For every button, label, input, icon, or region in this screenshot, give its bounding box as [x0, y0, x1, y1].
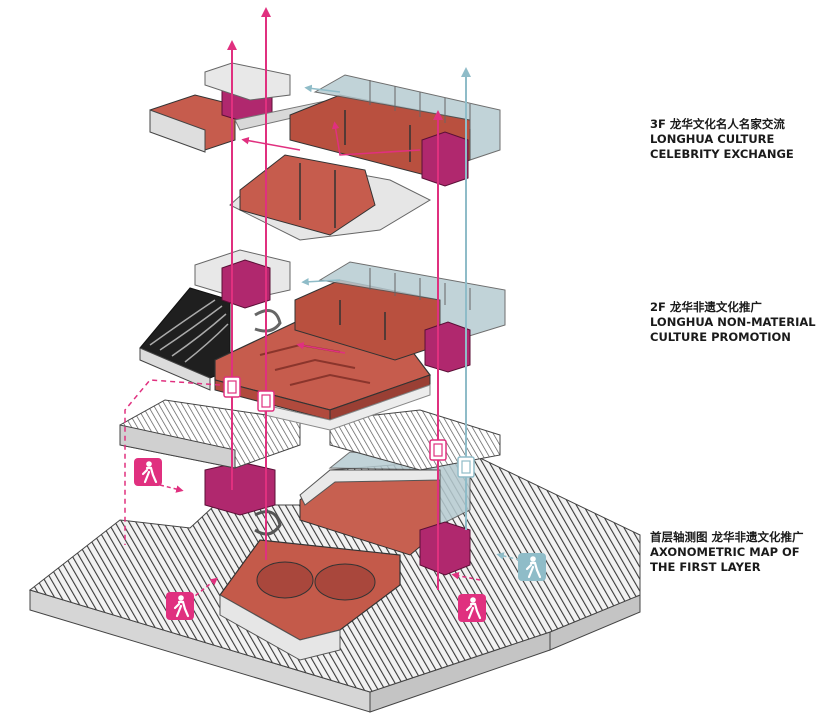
ground-round-room-2 — [314, 563, 376, 601]
route-2f — [296, 341, 346, 354]
floor-1-subtitle-2: THE FIRST LAYER — [650, 560, 761, 574]
elevator-icon — [223, 376, 241, 398]
pedestrian-icon — [134, 458, 162, 486]
circulation — [124, 7, 521, 601]
second-floor — [139, 249, 506, 431]
route-1f-entry — [159, 484, 184, 493]
floor-2-subtitle-1: LONGHUA NON-MATERIAL — [650, 315, 816, 329]
elevator-icon — [257, 390, 275, 412]
ground-hall-wall — [219, 594, 341, 661]
pedestrian-icon — [458, 594, 486, 622]
route-1f-dashed — [189, 577, 218, 601]
2f-glass-rooms — [318, 261, 506, 346]
ground-left-block-side — [119, 424, 236, 469]
floor-1-title: 首层轴测图 龙华非遗文化推广 — [650, 530, 804, 544]
route-3f — [331, 121, 421, 156]
pedestrian-icon — [518, 553, 546, 581]
3f-left-room-wall — [149, 109, 206, 153]
floor-3-subtitle-2: CELEBRITY EXCHANGE — [650, 147, 794, 161]
third-floor — [149, 62, 501, 241]
floor-1-label: 首层轴测图 龙华非遗文化推广 AXONOMETRIC MAP OF THE FI… — [650, 530, 804, 575]
route-1f-dashed-blue — [496, 552, 521, 561]
2f-auditorium-wall — [139, 347, 211, 391]
elevator-icons — [223, 376, 475, 478]
3f-core-right — [421, 131, 469, 187]
pedestrian-icon — [166, 592, 194, 620]
2f-spiral-stair — [254, 309, 282, 333]
floor-1-subtitle-1: AXONOMETRIC MAP OF — [650, 545, 800, 559]
2f-core-left — [221, 259, 271, 309]
floor-3-subtitle-1: LONGHUA CULTURE — [650, 132, 775, 146]
3f-grey-room — [204, 62, 291, 101]
floor-3-title: 3F 龙华文化名人名家交流 — [650, 117, 785, 131]
ground-core-magenta — [204, 461, 276, 516]
floor-2-subtitle-2: CULTURE PROMOTION — [650, 330, 791, 344]
route-3f-blue — [304, 84, 341, 93]
pedestrian-icons — [134, 458, 546, 622]
floor-2-label: 2F 龙华非遗文化推广 LONGHUA NON-MATERIAL CULTURE… — [650, 300, 816, 345]
ground-round-room-1 — [256, 561, 314, 599]
floor-3-label: 3F 龙华文化名人名家交流 LONGHUA CULTURE CELEBRITY … — [650, 117, 794, 162]
3f-center-rooms — [239, 154, 376, 236]
ground-floor — [28, 399, 641, 713]
route-2f-blue — [301, 278, 341, 286]
ground-right-block — [329, 409, 501, 471]
floor-2-title: 2F 龙华非遗文化推广 — [650, 300, 762, 314]
2f-core-right — [424, 321, 471, 373]
elevator-icon — [457, 456, 475, 478]
route-1f-dashed-2 — [451, 572, 481, 581]
route-3f-left — [241, 136, 301, 151]
elevator-icon — [429, 439, 447, 461]
ground-core-magenta-2 — [419, 521, 471, 576]
